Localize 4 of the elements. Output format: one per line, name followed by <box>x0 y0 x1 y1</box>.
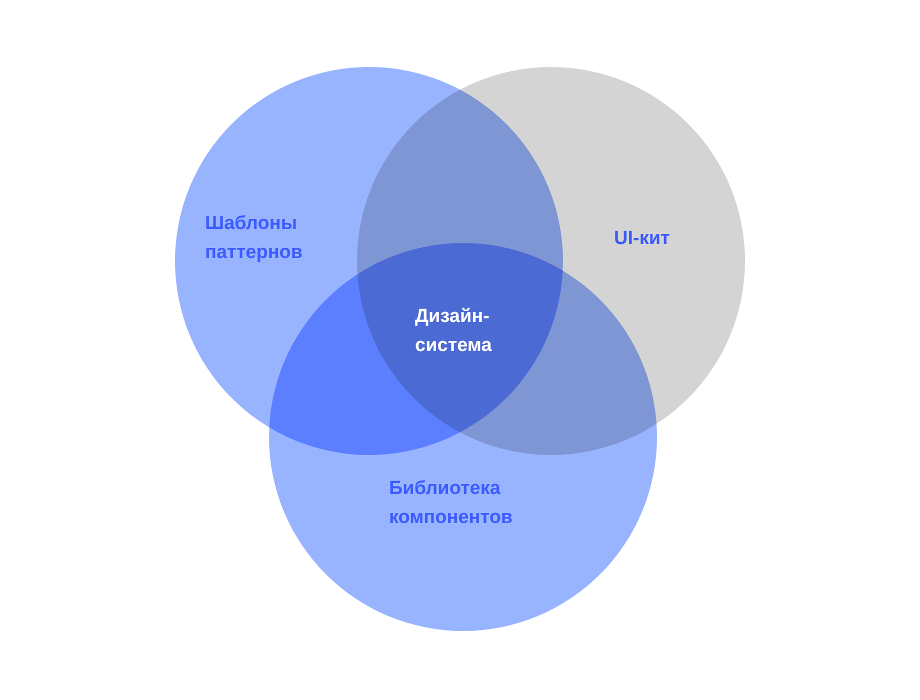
circle-label: Библиотека компонентов <box>389 477 514 530</box>
circle-label: UI-кит <box>614 227 671 251</box>
intersection-label: Дизайн-система <box>415 305 493 358</box>
circle-label: Шаблоны паттернов <box>205 212 304 265</box>
